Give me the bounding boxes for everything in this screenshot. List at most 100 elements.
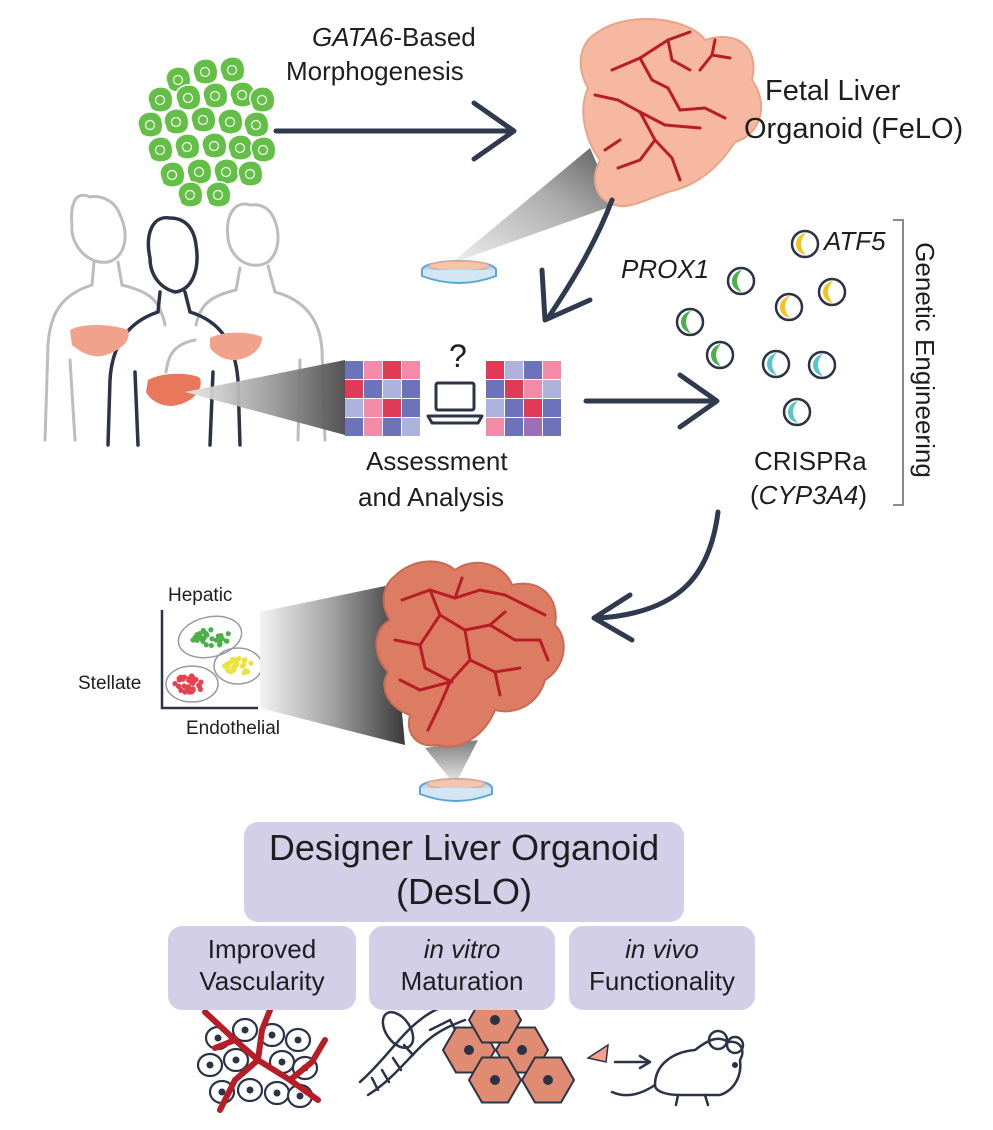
bead (774, 292, 804, 322)
cell-nucleus (144, 119, 156, 131)
bead (790, 229, 820, 259)
outcome-maturation-line1: in vitro (423, 934, 501, 964)
bead-icon (675, 229, 847, 427)
cell-nucleus (232, 1056, 240, 1064)
heatmap-cell (383, 418, 401, 436)
scatter-point (193, 677, 199, 683)
hexagon-nucleus (490, 1075, 500, 1085)
morphogenesis-arrow (273, 100, 517, 162)
liver-icon (70, 325, 262, 406)
cell-nucleus (257, 144, 269, 156)
green-cell (250, 136, 277, 163)
heatmap-cell (486, 380, 504, 398)
vessel (255, 1007, 273, 1063)
deslo-organoid (375, 560, 565, 748)
hexagon-nucleus (543, 1075, 553, 1085)
felo-to-analysis-arrow (539, 197, 615, 323)
outcome-box-maturation (369, 926, 555, 1010)
heatmap-cell (505, 418, 523, 436)
cell-cluster-icon (137, 56, 277, 208)
green-cell (186, 158, 213, 185)
bead-crescent (711, 343, 721, 367)
cell-nucleus (209, 90, 221, 102)
cell-nucleus (226, 64, 238, 76)
analysis-line1: Assessment (366, 446, 508, 476)
scatter-ylabel: Hepatic (168, 585, 233, 606)
heatmap-icon (486, 361, 561, 436)
scatter-point (222, 663, 228, 669)
genetic-engineering-label: Genetic Engineering (910, 242, 940, 478)
vessel (212, 1037, 238, 1051)
petri-dish-icon (419, 778, 493, 802)
heatmap-cell (524, 418, 542, 436)
felo-line2: Organoid (FeLO) (744, 113, 964, 145)
atf5-label: ATF5 (824, 226, 886, 256)
heatmap-cell (364, 361, 382, 379)
green-cell (205, 181, 232, 208)
vessel-network-icon (196, 1007, 328, 1113)
cell-nucleus (193, 166, 205, 178)
heatmap-cell (383, 399, 401, 417)
cell-nucleus (234, 142, 246, 154)
scatter-point (239, 663, 246, 669)
mouse-icon (586, 1029, 745, 1107)
scatter-point (231, 667, 237, 673)
deslo-dish-beam (425, 740, 478, 785)
hepatic-cluster (190, 627, 231, 649)
scatter-point (189, 686, 195, 693)
cluster-scatter-plot (160, 610, 263, 710)
morphogenesis-gene: GATA6 (312, 22, 394, 52)
cyp3a4-gene: CYP3A4 (758, 480, 859, 510)
deslo-projection-beam (260, 585, 405, 745)
scatter-point (208, 642, 214, 649)
cell-nucleus (278, 1058, 286, 1066)
bead-crescent (823, 280, 833, 304)
cyp3a4-label: (CYP3A4) (750, 480, 867, 510)
scatter-point (217, 640, 223, 647)
scatter-point (194, 636, 200, 642)
heatmap-cell (402, 418, 420, 436)
question-mark: ? (449, 338, 467, 374)
deslo-box (244, 822, 684, 922)
scatter-point (196, 683, 203, 689)
heatmap-cell (364, 380, 382, 398)
analysis-to-genetic-arrow (583, 372, 720, 430)
heatmap-icon (345, 361, 420, 436)
heatmap-cell (364, 418, 382, 436)
bead (705, 340, 735, 370)
analysis-line2: and Analysis (358, 482, 504, 512)
vessel (287, 1037, 328, 1083)
cell-nucleus (208, 140, 220, 152)
scatter-point (181, 683, 187, 689)
bead (807, 350, 837, 380)
scatter-point (190, 637, 196, 643)
scatter-point (225, 631, 231, 637)
heatmap-cell (543, 361, 561, 379)
green-cell (217, 108, 244, 135)
heatmap-cell (345, 380, 363, 398)
outcome-functionality-line2: Functionality (589, 966, 735, 996)
scatter-point (200, 627, 206, 634)
cell-nucleus (214, 1034, 222, 1042)
morphogenesis-line2: Morphogenesis (286, 56, 464, 86)
green-cell (201, 132, 228, 159)
outcome-vascularity-line2: Vascularity (199, 966, 325, 996)
liver-projection-beam (185, 360, 345, 435)
heatmap-cell (505, 361, 523, 379)
cell-nucleus (296, 1092, 304, 1100)
green-cell (190, 106, 217, 133)
bead (782, 397, 812, 427)
prox1-label: PROX1 (621, 254, 710, 284)
scatter-point (224, 638, 230, 644)
cell-nucleus (218, 1088, 226, 1096)
cell-nucleus (182, 92, 194, 104)
vessel (217, 1057, 261, 1113)
green-cell (147, 136, 174, 163)
green-cell (249, 86, 276, 113)
endothelial-cluster (222, 655, 254, 676)
heatmap-cell (486, 399, 504, 417)
scatter-point (203, 642, 209, 648)
cell-nucleus (154, 94, 166, 106)
morphogenesis-label: GATA6-Based (312, 22, 476, 52)
cell-nucleus (206, 1061, 214, 1069)
